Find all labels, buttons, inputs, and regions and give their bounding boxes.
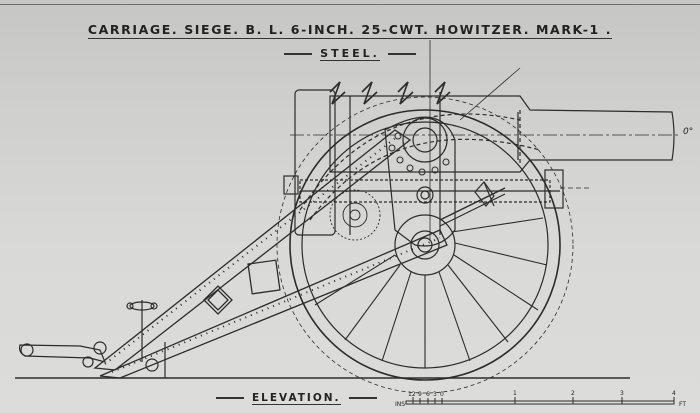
material-subtitle: STEEL. xyxy=(0,47,700,61)
svg-text:FT: FT xyxy=(679,401,686,408)
svg-text:INS: INS xyxy=(395,401,405,408)
scale-labels: INS 12 9 6 3 0 1 2 3 4 FT xyxy=(395,390,686,408)
trail-eye xyxy=(18,341,159,372)
view-label: ELEVATION. xyxy=(208,392,385,405)
svg-text:1: 1 xyxy=(513,390,517,397)
traversing-handle xyxy=(126,300,166,378)
svg-text:2: 2 xyxy=(571,390,575,397)
svg-text:3: 3 xyxy=(433,391,437,398)
trunnion-bracket xyxy=(384,116,456,247)
svg-text:6: 6 xyxy=(426,391,430,398)
svg-text:0: 0 xyxy=(440,391,444,398)
elevating-gear xyxy=(329,189,381,241)
svg-text:4: 4 xyxy=(672,390,676,397)
elevating-handwheel xyxy=(439,181,506,227)
svg-text:12: 12 xyxy=(408,391,416,398)
trail-brackets xyxy=(93,129,448,379)
svg-text:9: 9 xyxy=(418,391,422,398)
border-line xyxy=(0,4,700,5)
howitzer-barrel xyxy=(290,40,680,240)
carriage-wheel xyxy=(276,96,574,394)
elevation-angle-label: 0° xyxy=(683,127,693,137)
drawing-title: CARRIAGE. SIEGE. B. L. 6-INCH. 25-CWT. H… xyxy=(87,22,613,39)
axle-cradle xyxy=(283,169,590,209)
svg-text:3: 3 xyxy=(620,390,624,397)
scale-bar xyxy=(405,397,675,405)
